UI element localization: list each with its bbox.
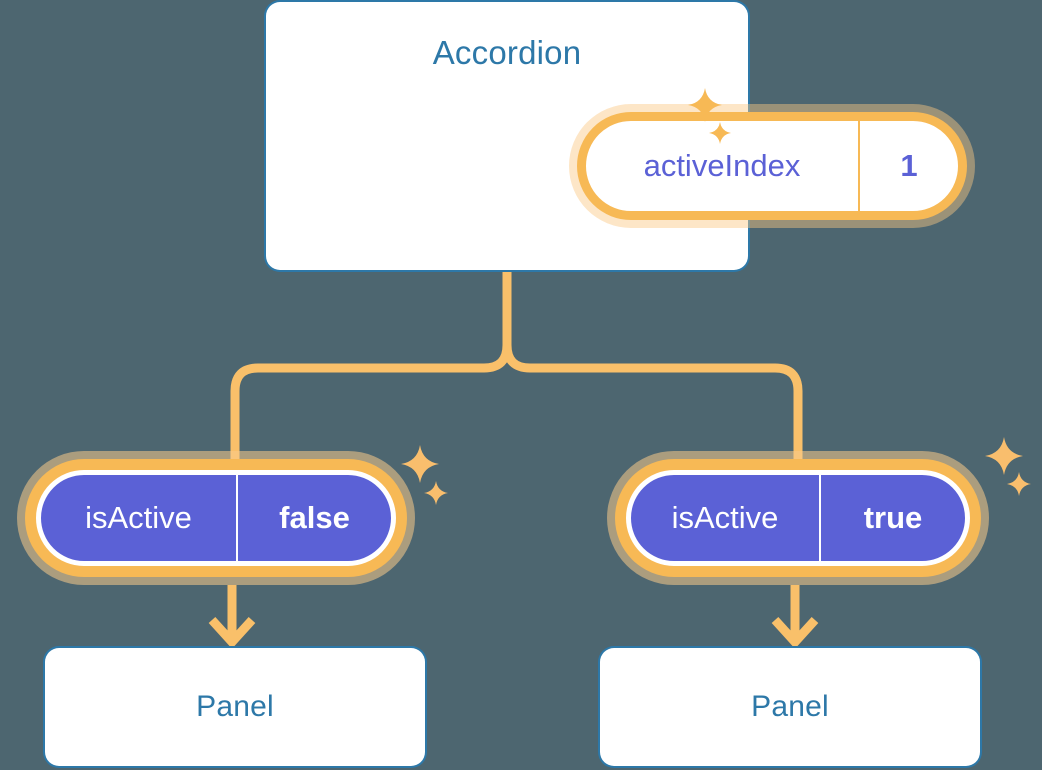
panel-title: Panel	[196, 690, 274, 723]
component-card-panel-left[interactable]: Panel	[45, 648, 425, 766]
state-pill-value: 1	[900, 148, 918, 183]
state-pill-key: isActive	[85, 500, 192, 535]
component-card-panel-right[interactable]: Panel	[600, 648, 980, 766]
sparkle-icon-right-large	[985, 437, 1023, 475]
sparkle-icon-left-large	[401, 445, 439, 483]
wire-to-right-branch	[530, 363, 803, 470]
wire-to-left-branch	[230, 363, 484, 470]
state-pill-value: false	[279, 500, 350, 535]
trunk-left-fillet	[483, 344, 512, 373]
page-title: Accordion	[432, 34, 582, 71]
state-pill-divider	[236, 475, 238, 561]
trunk-right-fillet	[502, 270, 531, 373]
state-pill-activeindex[interactable]: activeIndex 1	[577, 112, 967, 220]
sparkle-icon-left-small	[424, 481, 448, 505]
state-pill-divider	[819, 475, 821, 561]
panel-title: Panel	[751, 690, 829, 723]
state-pill-value: true	[863, 500, 923, 535]
arrow-down-icon-left	[208, 616, 256, 649]
state-pill-divider	[858, 121, 860, 211]
arrow-down-icon-right	[771, 616, 819, 649]
state-pill-isactive-true[interactable]: isActive true	[626, 470, 970, 566]
state-pill-key: isActive	[671, 500, 779, 535]
sparkle-icon-right-small	[1007, 472, 1031, 496]
component-card-accordion[interactable]: Accordion activeIndex 1	[266, 2, 967, 270]
state-pill-isactive-false[interactable]: isActive false	[36, 470, 396, 566]
state-pill-key: activeIndex	[643, 148, 801, 183]
